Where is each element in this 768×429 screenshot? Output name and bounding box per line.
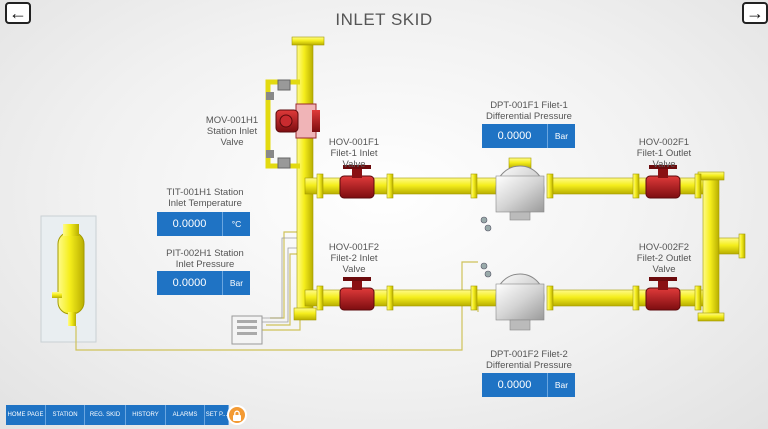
vessel-panel (40, 215, 97, 343)
dpt-f2-unit: Bar (547, 373, 575, 397)
filter-1-vessel (495, 157, 545, 221)
filter1-outlet-pipe (551, 177, 713, 195)
arrow-right-icon: → (746, 2, 764, 23)
outlet-header-pipe (702, 175, 720, 317)
pit-label: PIT-002H1 Station Inlet Pressure (166, 248, 244, 270)
pit-unit: Bar (222, 271, 250, 295)
dpt-f1-label: DPT-001F1 Filet-1 Differential Pressure (486, 100, 572, 122)
tit-unit: °C (222, 212, 250, 236)
tit-display[interactable]: 0.0000 °C (157, 212, 250, 236)
hov-001f2-valve (339, 277, 375, 311)
lock-icon (233, 410, 241, 421)
dpt-f2-value: 0.0000 (482, 373, 547, 397)
dpt-f1-unit: Bar (547, 124, 575, 148)
filter2-outlet-pipe (551, 289, 713, 307)
outlet-nozzle (718, 237, 742, 255)
forward-button[interactable]: → (742, 2, 768, 24)
hov-002f1-valve (645, 165, 681, 199)
back-button[interactable]: ← (5, 2, 31, 24)
nav-station[interactable]: STATION (46, 405, 85, 425)
nav-set-point[interactable]: SET P... (205, 405, 229, 425)
hov-001f2-label: HOV-001F2 Filet-2 Inlet Valve (328, 242, 380, 275)
nav-reg-skid[interactable]: REG. SKID (85, 405, 126, 425)
bottom-navigation: HOME PAGE STATION REG. SKID HISTORY ALAR… (6, 405, 229, 425)
hov-002f2-label: HOV-002F2 Filet-2 Outlet Valve (636, 242, 692, 275)
inlet-flange (291, 36, 325, 46)
tit-value: 0.0000 (157, 212, 222, 236)
dpt-f2-display[interactable]: 0.0000 Bar (482, 373, 575, 397)
mov-001h1-valve (275, 103, 320, 139)
arrow-left-icon: ← (9, 2, 27, 23)
hov-002f1-label: HOV-002F1 Filet-1 Outlet Valve (636, 137, 692, 170)
tit-label: TIT-001H1 Station Inlet Temperature (166, 187, 244, 209)
pit-value: 0.0000 (157, 271, 222, 295)
lock-button[interactable] (227, 405, 247, 425)
dpt-f1-display[interactable]: 0.0000 Bar (482, 124, 575, 148)
nav-history[interactable]: HISTORY (126, 405, 166, 425)
hov-001f1-valve (339, 165, 375, 199)
hov-001f1-label: HOV-001F1 Filet-1 Inlet Valve (328, 137, 380, 170)
page-title: INLET SKID (335, 10, 433, 29)
transmitter-manifold (231, 315, 263, 345)
dpt-f2-label: DPT-001F2 Filet-2 Differential Pressure (486, 349, 572, 371)
filter-2-vessel (495, 273, 545, 331)
mov-001h1-label: MOV-001H1 Station Inlet Valve (205, 115, 259, 148)
pit-display[interactable]: 0.0000 Bar (157, 271, 250, 295)
nav-alarms[interactable]: ALARMS (166, 405, 205, 425)
nav-home-page[interactable]: HOME PAGE (6, 405, 46, 425)
dpt-f1-value: 0.0000 (482, 124, 547, 148)
hov-002f2-valve (645, 277, 681, 311)
